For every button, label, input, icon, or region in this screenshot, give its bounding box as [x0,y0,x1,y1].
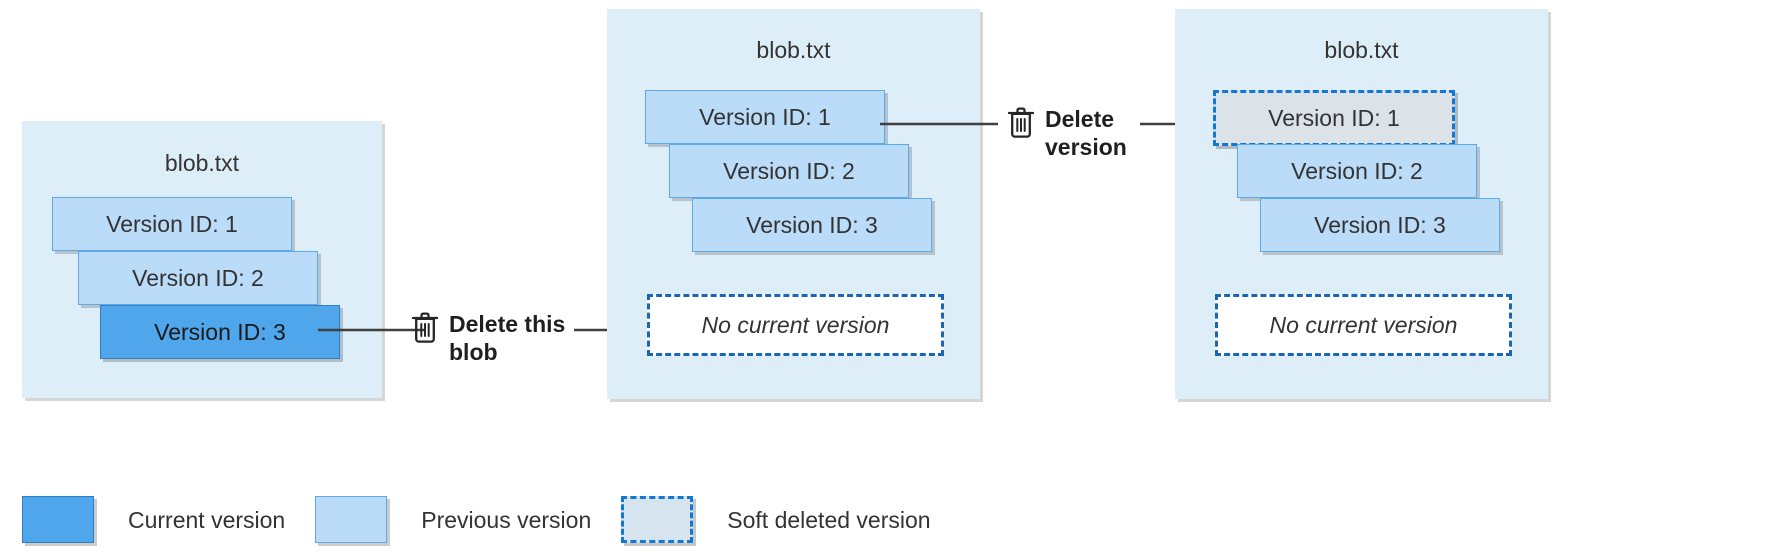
panel-2-version-3: Version ID: 3 [692,198,932,252]
panel-2-version-1-label: Version ID: 1 [699,104,831,130]
action-delete-blob-label: Delete this blob [449,310,565,366]
panel-3-version-2-label: Version ID: 2 [1291,158,1423,184]
panel-2-version-1: Version ID: 1 [645,90,885,144]
legend-item-current-version: Current version [22,496,285,543]
panel-3-no-current-version: No current version [1215,294,1512,356]
panel-2-version-2-label: Version ID: 2 [723,158,855,184]
panel-2-blob-name: blob.txt [756,37,831,63]
action-delete-version-line1: Delete [1045,106,1115,132]
panel-3-version-1: Version ID: 1 [1213,90,1455,146]
panel-3-no-current-version-label: No current version [1269,311,1458,338]
panel-1-version-2-label: Version ID: 2 [132,265,264,291]
trash-icon [1006,106,1036,139]
legend-label-soft-deleted-version: Soft deleted version [727,506,931,533]
panel-3-version-3: Version ID: 3 [1260,198,1500,252]
panel-1-version-3-label: Version ID: 3 [154,319,286,345]
action-delete-blob-line2: blob [449,339,498,365]
legend-swatch-previous-version [315,496,388,543]
legend-label-current-version: Current version [128,506,286,533]
panel-1-blob-name: blob.txt [164,150,240,176]
panel-2-no-current-version: No current version [647,294,944,356]
blob-panel-1: blob.txt Version ID: 1 Version ID: 2 Ver… [22,121,382,398]
action-delete-version: Delete version [1006,105,1127,161]
action-delete-version-label: Delete version [1045,105,1127,161]
panel-1-version-2: Version ID: 2 [78,251,318,305]
legend: Current version Previous version Soft de… [22,496,931,543]
panel-3-version-1-label: Version ID: 1 [1268,105,1400,131]
panel-3-blob-name: blob.txt [1324,37,1399,63]
panel-1-version-1: Version ID: 1 [52,197,292,251]
panel-3-version-3-label: Version ID: 3 [1314,212,1446,238]
action-delete-version-line2: version [1045,134,1127,160]
action-delete-blob: Delete this blob [410,310,565,366]
blob-panel-2: blob.txt Version ID: 1 Version ID: 2 Ver… [607,9,980,399]
blob-panel-3: blob.txt Version ID: 1 Version ID: 2 Ver… [1175,9,1548,399]
legend-swatch-current-version [22,496,94,543]
panel-1-version-1-label: Version ID: 1 [106,211,238,237]
panel-2-version-3-label: Version ID: 3 [746,212,878,238]
legend-swatch-soft-deleted-version [621,496,694,543]
action-delete-blob-line1: Delete this [449,311,566,337]
legend-item-soft-deleted-version: Soft deleted version [621,496,931,543]
trash-icon [410,311,440,344]
legend-item-previous-version: Previous version [315,496,591,543]
panel-2-no-current-version-label: No current version [701,311,890,338]
legend-label-previous-version: Previous version [421,506,592,533]
panel-1-version-3: Version ID: 3 [100,305,340,359]
panel-3-version-2: Version ID: 2 [1237,144,1477,198]
panel-2-version-2: Version ID: 2 [669,144,909,198]
